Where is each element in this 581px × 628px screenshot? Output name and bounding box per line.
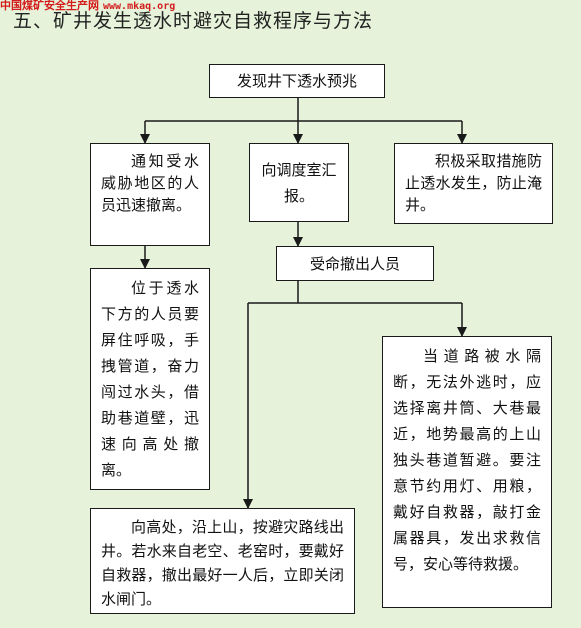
trapped-label: 当道路被水隔断，无法外逃时，应选择离井筒、大巷最近，地势最高的上山独头巷道暂避。… bbox=[393, 347, 541, 573]
uphill-box: 向高处，沿上山，按避灾路线出井。若水来自老空、老窑时，要戴好自救器，撤出最好一人… bbox=[90, 508, 355, 614]
page-title: 五、矿井发生透水时避灾自救程序与方法 bbox=[13, 10, 374, 32]
uphill-label: 向高处，沿上山，按避灾路线出井。若水来自老空、老窑时，要戴好自救器，撤出最好一人… bbox=[101, 518, 344, 608]
notify-label: 通知受水威胁地区的人员迅速撤离。 bbox=[101, 152, 199, 214]
below-box: 位于透水下方的人员要屏住呼吸，手拽管道，奋力闯过水头，借助巷道壁，迅速向高处撤离… bbox=[90, 268, 210, 490]
report-label: 向调度室汇报。 bbox=[261, 160, 337, 205]
evacuate-label: 受命撤出人员 bbox=[309, 254, 400, 273]
start-box: 发现井下透水预兆 bbox=[209, 64, 385, 98]
watermark-text: 中国煤矿安全生产网 bbox=[0, 0, 99, 12]
watermark: 中国煤矿安全生产网 www.mkaq.org bbox=[0, 0, 175, 13]
start-label: 发现井下透水预兆 bbox=[236, 72, 357, 90]
evacuate-box: 受命撤出人员 bbox=[276, 246, 434, 281]
measures-box: 积极采取措施防止透水发生，防止淹井。 bbox=[394, 143, 553, 224]
notify-box: 通知受水威胁地区的人员迅速撤离。 bbox=[90, 143, 210, 246]
trapped-box: 当道路被水隔断，无法外逃时，应选择离井筒、大巷最近，地势最高的上山独头巷道暂避。… bbox=[382, 336, 552, 608]
below-label: 位于透水下方的人员要屏住呼吸，手拽管道，奋力闯过水头，借助巷道壁，迅速向高处撤离… bbox=[101, 279, 199, 479]
measures-label: 积极采取措施防止透水发生，防止淹井。 bbox=[405, 152, 542, 214]
report-box: 向调度室汇报。 bbox=[249, 143, 349, 222]
watermark-site: www.mkaq.org bbox=[103, 1, 176, 12]
